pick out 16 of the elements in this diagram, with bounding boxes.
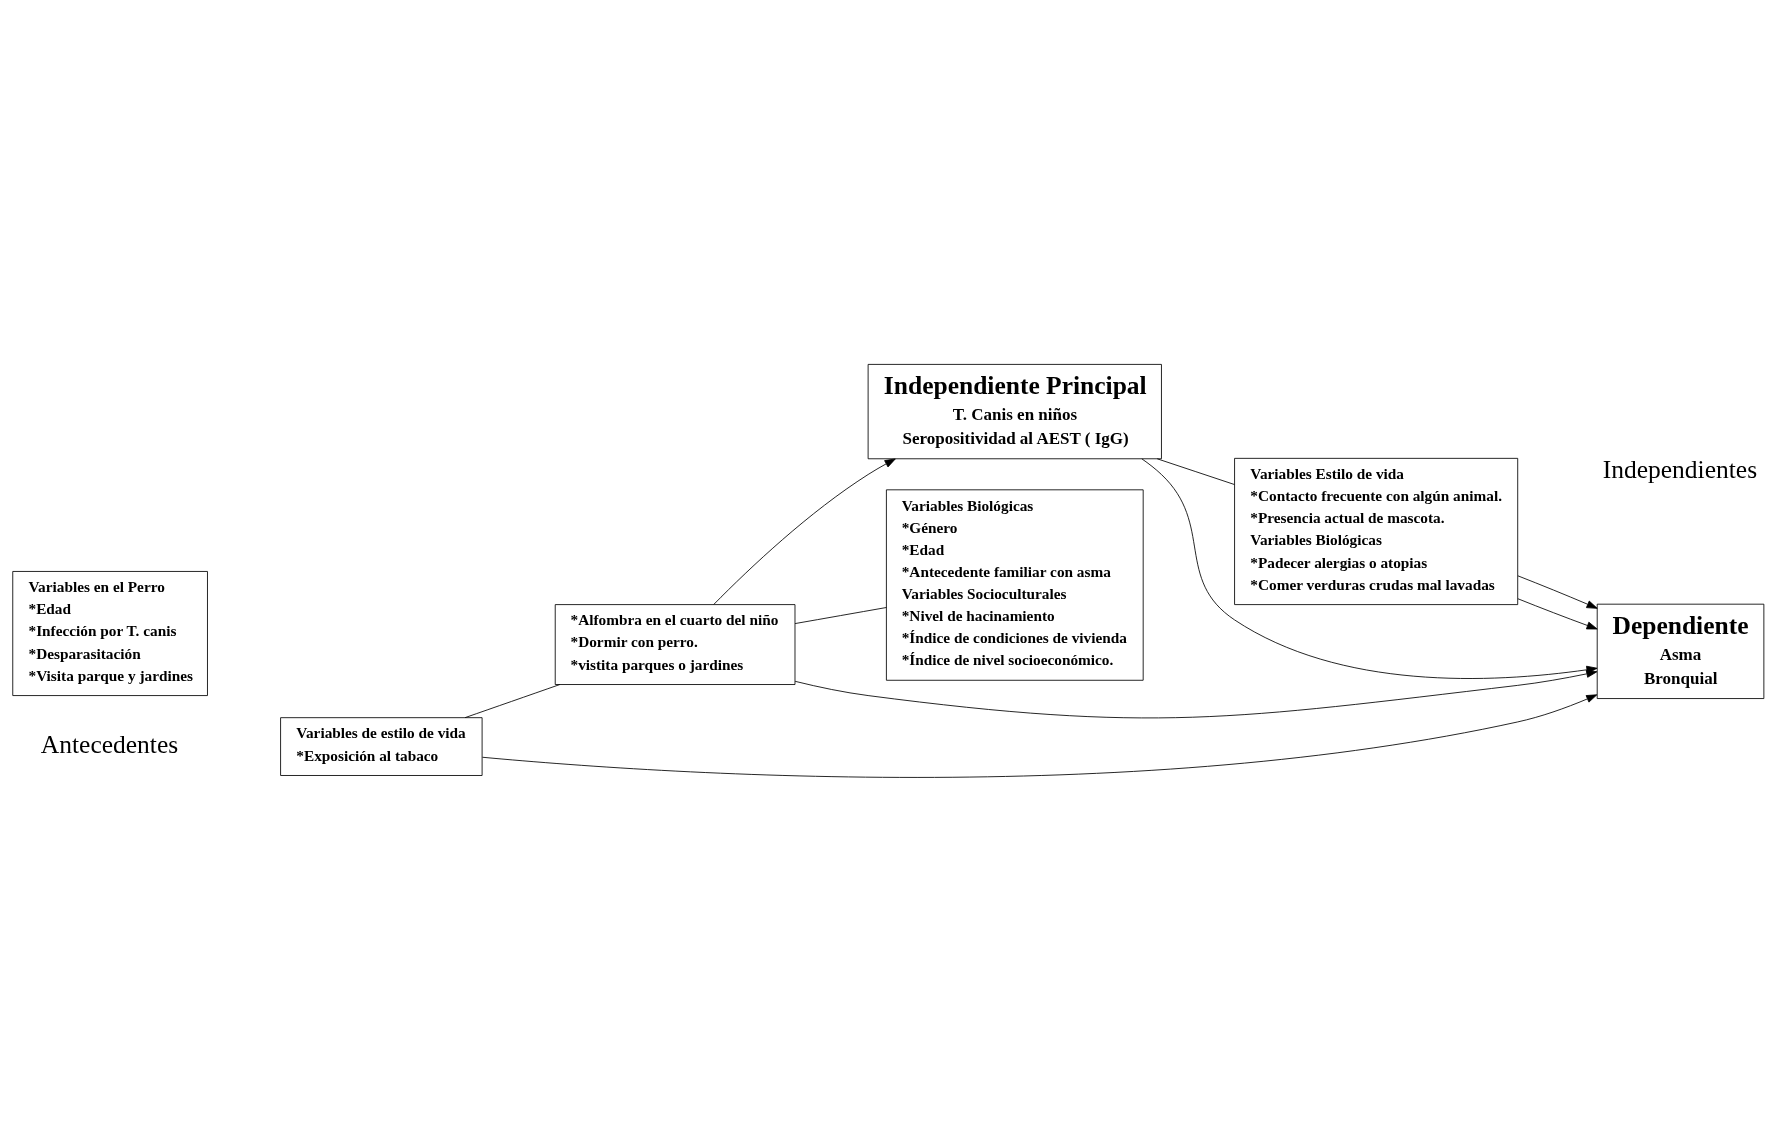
node-box: *Alfombra en el cuarto del niño *Dormir con perro. *vistita parques o jardines [554,603,796,685]
node-box: Variables Estilo de vida *Contacto frecuente con algún animal. *Presencia actual de mascota. Variables Biológicas *Padecer alergias o atopias *Comer verduras crudas mal lavadas [1234,457,1519,605]
connector [1156,457,1235,485]
node-box: Variables en el Perro *Edad *Infección por T. canis *Desparasitación *Visita parque y jardines [12,570,208,696]
connector [464,683,561,718]
label: Antecedentes [40,729,179,759]
arrow [713,458,896,605]
arrow [482,693,1598,778]
node-box: Variables de estilo de vida *Exposición al tabaco [280,716,483,776]
connector [794,606,887,624]
arrow [1517,574,1598,609]
node-box: Independiente Principal T. Canis en niños Seropositividad al AEST ( IgG) [867,363,1162,459]
arrow [1517,597,1598,629]
node-box: Variables Biológicas *Género *Edad *Antecedente familiar con asma Variables Socioculturales *Nivel de hacinamiento *Índice de condiciones de vivienda *Índice de nivel socioeconómico. [885,488,1144,681]
label: Independientes [1602,454,1758,484]
node-box: Dependiente Asma Bronquial [1596,603,1765,699]
